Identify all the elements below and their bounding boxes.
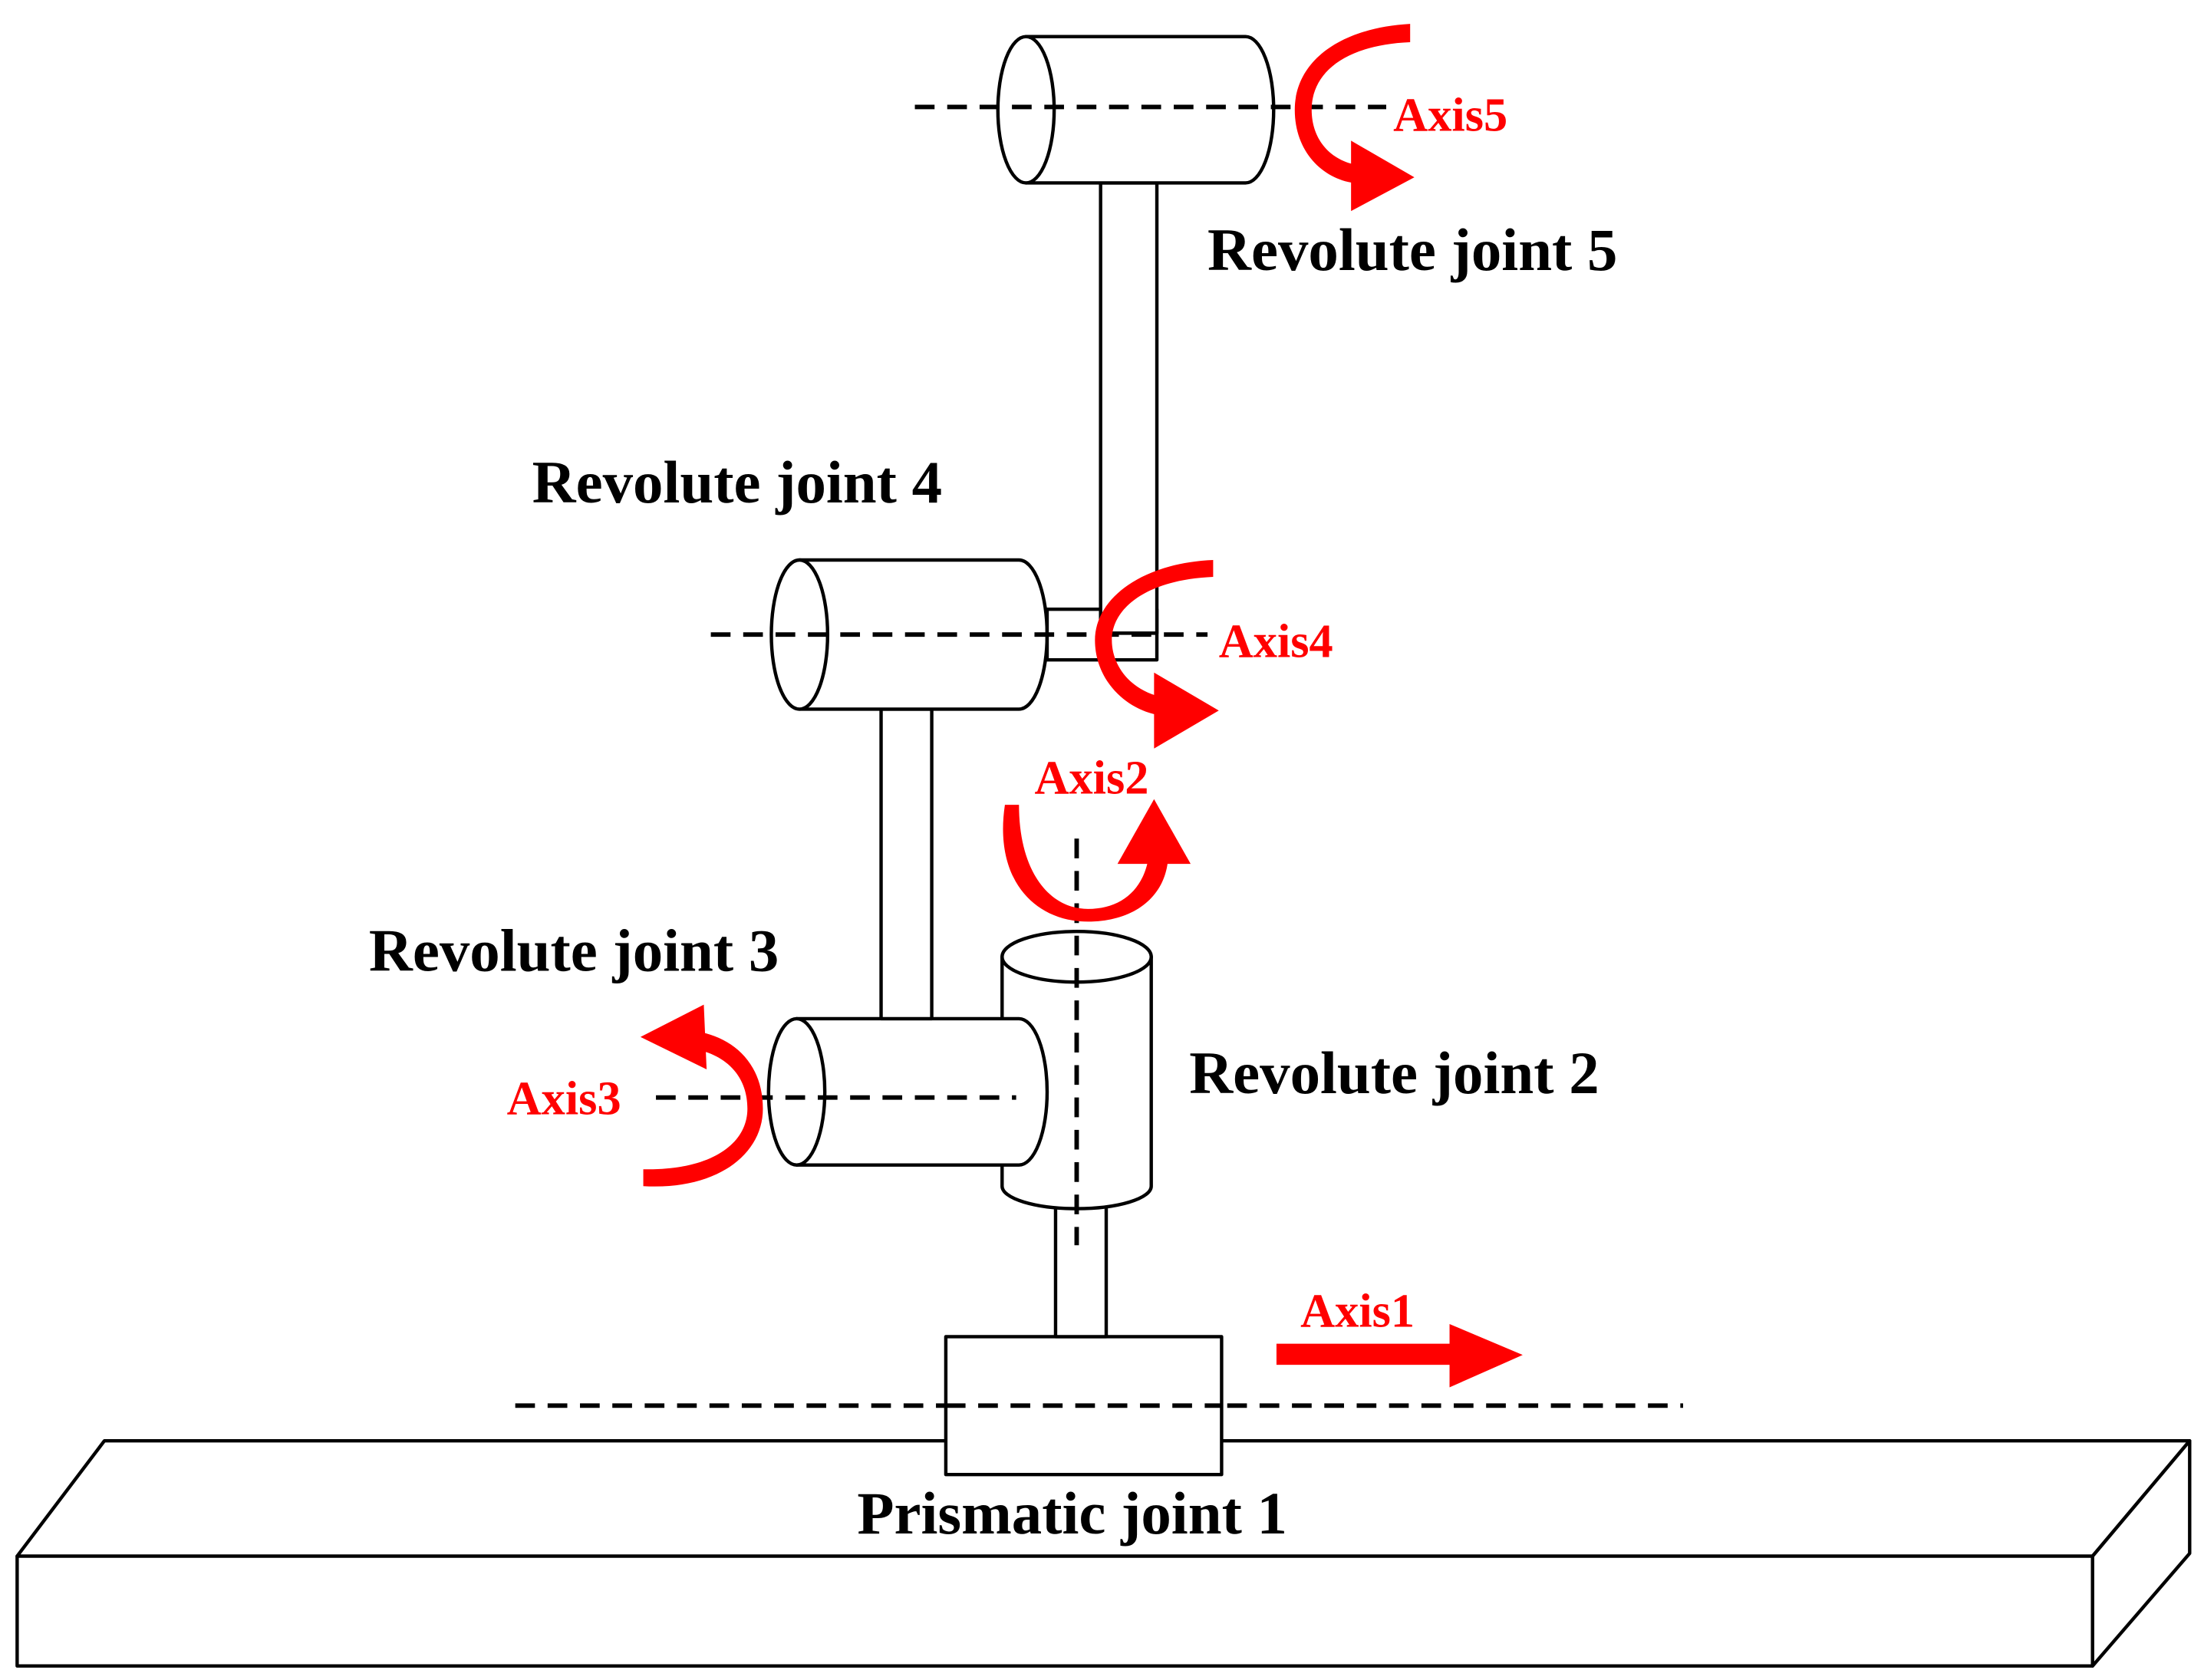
label-axis5: Axis5	[1393, 89, 1507, 142]
axis2-rotation-arrow-icon	[1003, 799, 1191, 922]
axis1-arrow-icon	[1276, 1323, 1523, 1388]
label-axis1: Axis1	[1300, 1285, 1415, 1338]
label-axis3: Axis3	[507, 1072, 621, 1125]
label-axis4: Axis4	[1219, 615, 1333, 668]
label-prismatic-joint-1: Prismatic joint 1	[857, 1481, 1287, 1547]
base-rail	[15, 1438, 2192, 1668]
link-1	[1053, 1184, 1109, 1339]
label-revolute-joint-2: Revolute joint 2	[1189, 1040, 1599, 1107]
axis5-rotation-arrow-icon	[1294, 24, 1415, 212]
link-4	[1099, 181, 1159, 635]
label-revolute-joint-4: Revolute joint 4	[532, 450, 942, 516]
revolute-joint-5-cylinder	[996, 35, 1276, 185]
label-axis2: Axis2	[1034, 751, 1148, 804]
axis3-rotation-arrow-icon	[640, 1004, 763, 1187]
revolute-joint-3-cylinder	[766, 1016, 1049, 1167]
link-2	[879, 707, 934, 1021]
label-revolute-joint-5: Revolute joint 5	[1207, 217, 1617, 284]
axis4-rotation-arrow-icon	[1095, 560, 1219, 749]
label-revolute-joint-3: Revolute joint 3	[369, 918, 779, 985]
